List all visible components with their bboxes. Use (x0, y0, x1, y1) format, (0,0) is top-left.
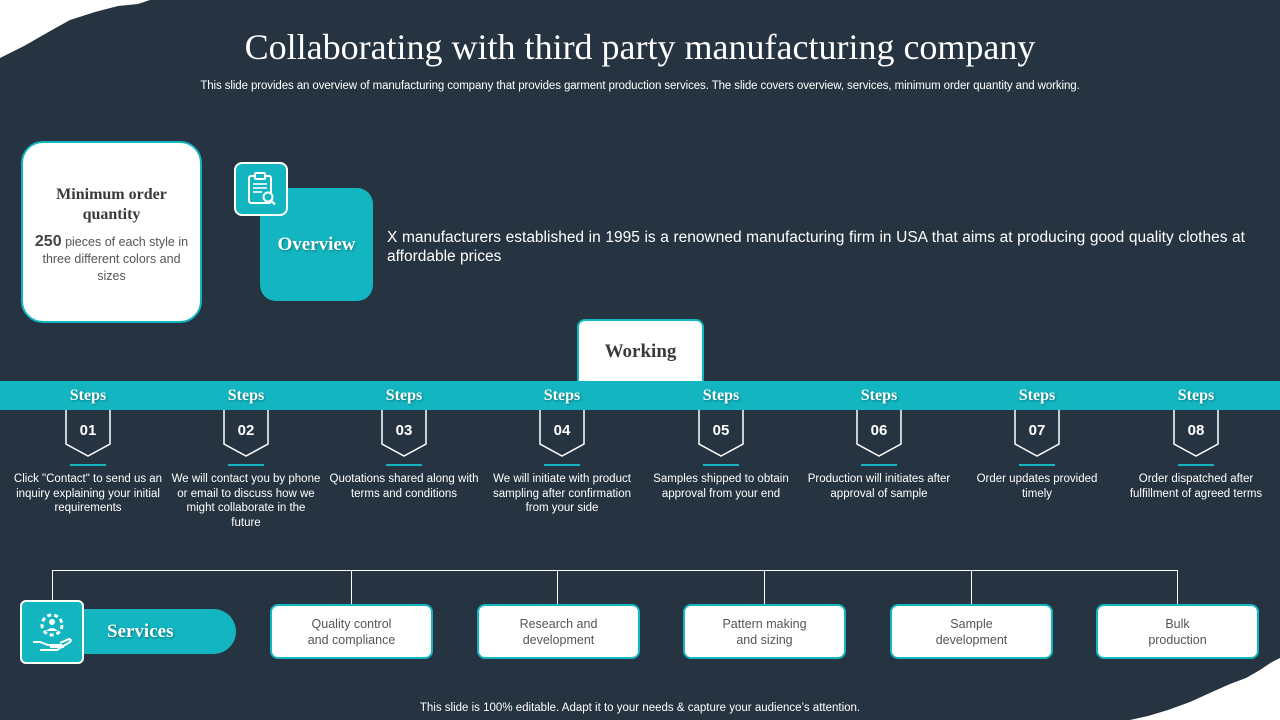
step-description: Samples shipped to obtain approval from … (653, 473, 789, 500)
step-number: 08 (1187, 422, 1205, 439)
service-box-pattern-making: Pattern making and sizing (683, 604, 846, 659)
step-underline (228, 464, 264, 466)
services-connector-lines (52, 570, 1178, 604)
step-description: We will contact you by phone or email to… (171, 473, 321, 529)
service-label: Sample development (935, 616, 1008, 647)
clipboard-search-icon (234, 162, 288, 216)
service-label: Pattern making and sizing (722, 616, 807, 647)
step-number: 05 (712, 422, 730, 439)
step-badge: 04 (538, 410, 586, 458)
step-label: Steps (385, 387, 423, 404)
step-description: Quotations shared along with terms and c… (329, 473, 479, 500)
step-label: Steps (69, 387, 107, 404)
service-label: Bulk production (1148, 616, 1207, 647)
step-number: 03 (395, 422, 413, 439)
torn-paper-top-left (0, 0, 150, 58)
service-box-research: Research and development (477, 604, 640, 659)
step-number: 04 (553, 422, 571, 439)
step-label: Steps (860, 387, 898, 404)
moq-description: 250 pieces of each style in three differ… (33, 233, 190, 285)
working-tab: Working (577, 319, 704, 382)
step-badge: 05 (697, 410, 745, 458)
step-item: Steps 04 We will initiate with product sam… (487, 381, 637, 516)
torn-paper-bottom-right (1130, 658, 1280, 720)
working-label: Working (604, 340, 677, 362)
step-underline (1178, 464, 1214, 466)
step-label: Steps (702, 387, 740, 404)
page-subtitle: This slide provides an overview of manuf… (200, 80, 1080, 92)
service-label: Research and development (519, 616, 598, 647)
service-box-bulk-production: Bulk production (1096, 604, 1259, 659)
overview-text: X manufacturers established in 1995 is a… (387, 229, 1245, 265)
page-title: Collaborating with third party manufactu… (244, 27, 1036, 67)
step-underline (703, 464, 739, 466)
step-label: Steps (1177, 387, 1215, 404)
services-pill: Services (60, 609, 236, 654)
step-label: Steps (543, 387, 581, 404)
step-badge: 06 (855, 410, 903, 458)
moq-title: Minimum order quantity (56, 186, 167, 223)
hand-gear-person-icon (20, 600, 84, 664)
step-number: 06 (870, 422, 888, 439)
steps-band (0, 381, 1280, 410)
step-underline (386, 464, 422, 466)
step-underline (861, 464, 897, 466)
service-box-quality-control: Quality control and compliance (270, 604, 433, 659)
services-label: Services (107, 620, 174, 642)
step-description: Order dispatched after fulfillment of ag… (1129, 473, 1263, 500)
step-description: Order updates provided timely (976, 473, 1098, 500)
step-badge: 02 (222, 410, 270, 458)
moq-card: Minimum order quantity 250 pieces of eac… (21, 141, 202, 323)
service-box-sample-development: Sample development (890, 604, 1053, 659)
moq-number: 250 (34, 233, 62, 250)
step-number: 07 (1028, 422, 1046, 439)
step-badge: 07 (1013, 410, 1061, 458)
step-description: We will initiate with product sampling a… (492, 473, 632, 514)
step-label: Steps (227, 387, 265, 404)
step-badge: 03 (380, 410, 428, 458)
overview-label: Overview (277, 233, 356, 255)
step-number: 01 (79, 422, 97, 439)
step-number: 02 (237, 422, 255, 439)
step-description: Click "Contact" to send us an inquiry ex… (13, 473, 163, 514)
step-underline (70, 464, 106, 466)
step-underline (1019, 464, 1055, 466)
step-label: Steps (1018, 387, 1056, 404)
step-description: Production will initiates after approval… (807, 473, 951, 500)
step-item: Steps 02 We will contact you by phone or e… (171, 381, 321, 530)
step-badge: 08 (1172, 410, 1220, 458)
step-badge: 01 (64, 410, 112, 458)
service-label: Quality control and compliance (307, 616, 396, 647)
step-underline (544, 464, 580, 466)
moq-text: pieces of each style in three different … (42, 235, 189, 283)
footer-note: This slide is 100% editable. Adapt it to… (419, 702, 861, 714)
